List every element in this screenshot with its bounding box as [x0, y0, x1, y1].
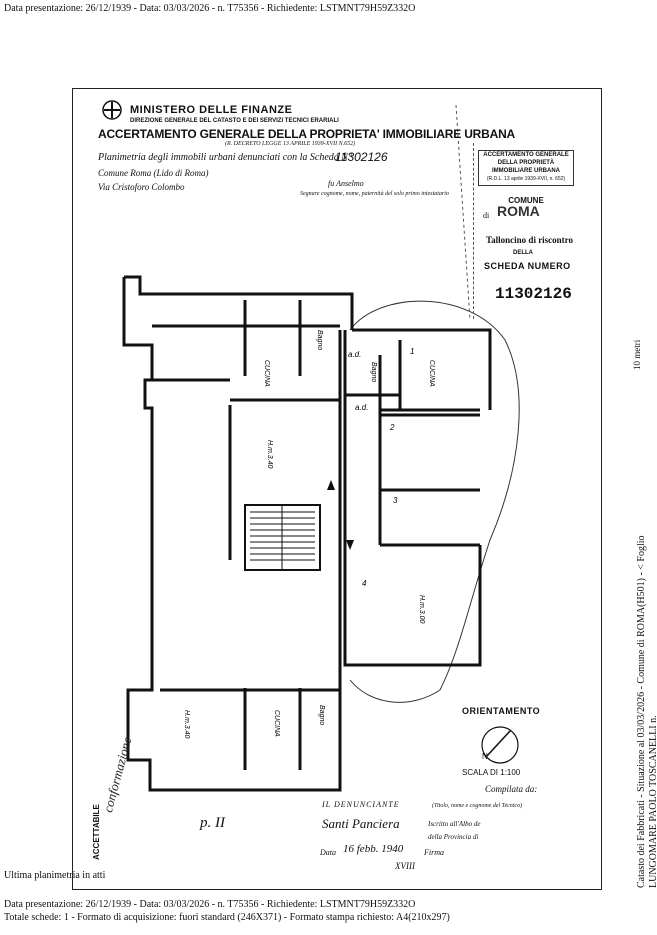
side-text-line-1: Catasto dei Fabbricati - Situazione al 0…	[636, 535, 647, 888]
talloncino-rdl: (R.D.L. 13 aprile 1939-XVII, n. 652)	[486, 176, 566, 182]
year-era-label: XVIII	[395, 861, 415, 871]
talloncino-box-title: ACCERTAMENTO GENERALE DELLA PROPRIETÀ IM…	[483, 152, 569, 174]
ministry-emblem-icon	[102, 100, 122, 120]
plan-sheet-border	[72, 88, 602, 890]
denunciante-signature: Santi Panciera	[322, 816, 400, 831]
footer-request-line: Data presentazione: 26/12/1939 - Data: 0…	[4, 899, 416, 910]
room-label-cucina-1: CUCINA	[263, 360, 270, 387]
planimetria-label: Planimetria degli immobili urbani denunc…	[98, 152, 352, 163]
titolo-hint: (Titolo, nome e cognome del Tecnico)	[432, 803, 523, 809]
room-number-4: 4	[362, 579, 367, 588]
talloncino-comune: COMUNE	[508, 196, 544, 205]
orientamento-label: ORIENTAMENTO	[462, 706, 541, 716]
comune-line: Comune Roma (Lido di Roma)	[98, 168, 209, 178]
paternity-handwritten: fu Anselmo	[328, 179, 364, 188]
north-compass-icon	[481, 726, 519, 764]
talloncino-della: DELLA	[513, 250, 533, 256]
talloncino-label: Talloncino di riscontro	[486, 235, 574, 245]
firma-label: Firma	[424, 848, 444, 857]
talloncino-number: 11302126	[495, 285, 572, 303]
talloncino-di: di	[483, 211, 490, 220]
room-label-bagno-2: Bagno	[370, 362, 377, 382]
footer-format-line: Totale schede: 1 - Formato di acquisizio…	[4, 912, 450, 923]
room-label-ad-2: a.d.	[355, 403, 368, 412]
data-value: 16 febb. 1940	[343, 843, 404, 855]
ultima-planimetria-note: Ultima planimetria in atti	[4, 870, 106, 881]
segnare-instruction: Segnare cognome, nome, paternità del sol…	[300, 191, 449, 197]
iscritto-label: Iscritto all'Albo de	[428, 820, 481, 828]
talloncino-panel	[473, 143, 576, 319]
room-label-cucina-2: CUCINA	[428, 360, 435, 387]
data-label: Data	[320, 848, 336, 857]
via-line: Via Cristoforo Colombo	[98, 182, 185, 192]
talloncino-scheda-label: SCHEDA NUMERO	[484, 261, 571, 271]
compilata-label: Compilata da:	[485, 784, 538, 794]
floor-label: p. II	[200, 815, 225, 831]
provincia-label: della Provincia di	[428, 833, 479, 841]
denunciante-label: IL DENUNCIANTE	[322, 800, 400, 809]
accertamento-title: ACCERTAMENTO GENERALE DELLA PROPRIETA' I…	[98, 127, 516, 141]
accettabile-stamp: ACCETTABILE	[92, 804, 101, 860]
height-label-1: H.m.3.40	[266, 440, 273, 469]
height-label-2: H.m.3.00	[418, 595, 425, 624]
direzione-subtitle: DIREZIONE GENERALE DEL CATASTO E DEI SER…	[130, 118, 339, 124]
side-text-line-2: LUNGOMARE PAOLO TOSCANELLI n.	[648, 715, 657, 888]
header-request-line: Data presentazione: 26/12/1939 - Data: 0…	[4, 3, 416, 14]
talloncino-roma-stamp: ROMA	[497, 203, 540, 219]
side-scale-label: 10 metri	[632, 339, 642, 370]
decreto-reference: (R. DECRETO LEGGE 13 APRILE 1939-XVII N.…	[225, 141, 356, 147]
room-label-bagno-1: Bagno	[316, 330, 323, 350]
room-number-3: 3	[393, 496, 398, 505]
height-label-3: H.m.3.40	[183, 710, 190, 739]
side-cadastre-text: Catasto dei Fabbricati - Situazione al 0…	[636, 528, 657, 888]
room-label-bagno-3: Bagno	[318, 705, 325, 725]
scheda-number: 11302126	[335, 150, 388, 164]
ministero-title: MINISTERO DELLE FINANZE	[130, 104, 293, 116]
room-number-2: 2	[389, 423, 395, 432]
scale-label: SCALA DI 1:100	[462, 768, 521, 777]
room-label-ad-1: a.d.	[348, 350, 361, 359]
room-label-cucina-3: CUCINA	[273, 710, 280, 737]
talloncino-header-box: ACCERTAMENTO GENERALE DELLA PROPRIETÀ IM…	[478, 150, 574, 186]
room-number-1: 1	[410, 347, 414, 356]
north-label: N	[482, 752, 488, 761]
